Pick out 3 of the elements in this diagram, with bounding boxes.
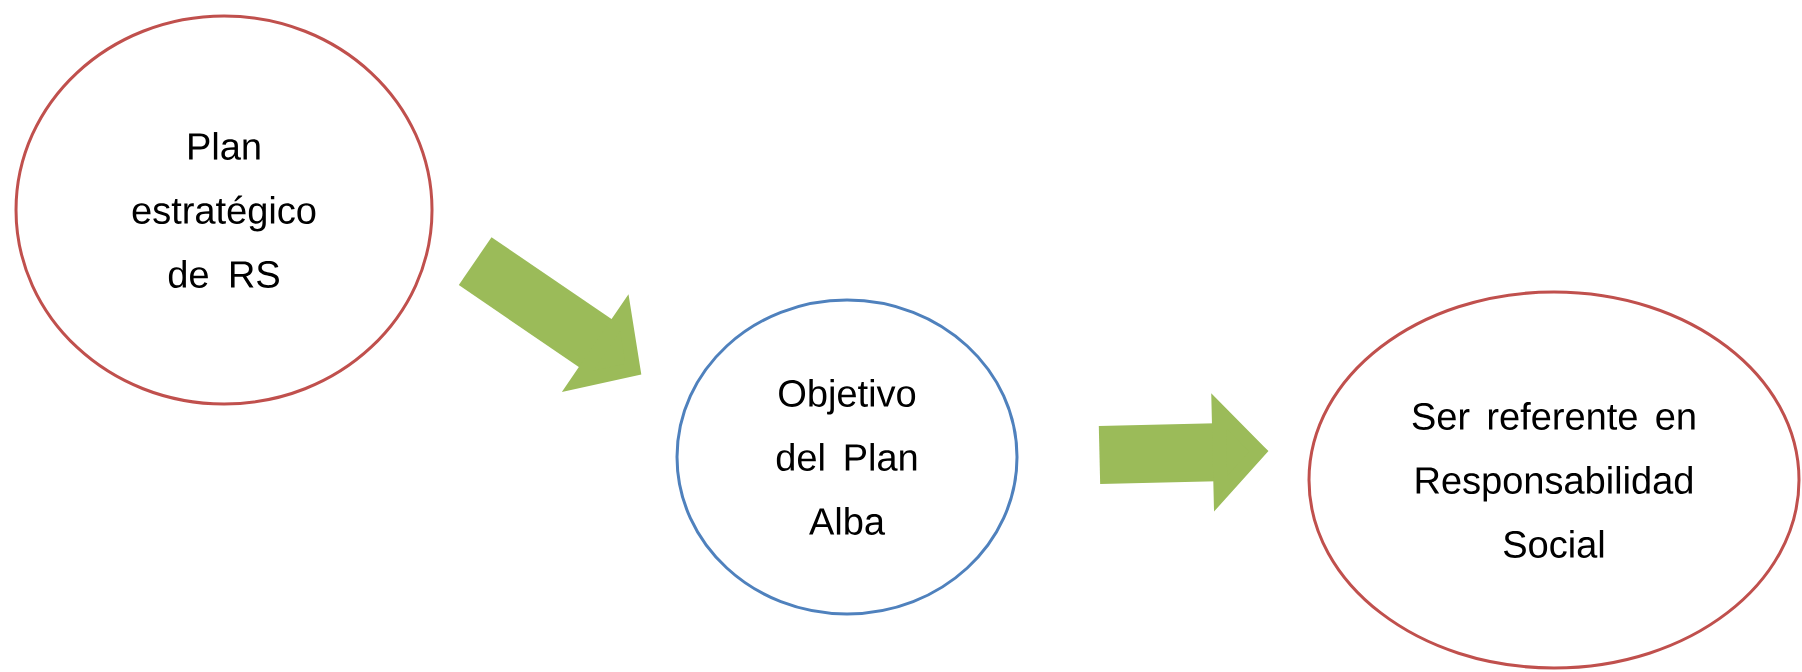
ellipse-node: Plan estratégico de RS <box>14 14 434 406</box>
ellipse-node: Ser referente en Responsabilidad Social <box>1307 290 1801 670</box>
ellipse-node: Objetivo del Plan Alba <box>675 298 1019 616</box>
